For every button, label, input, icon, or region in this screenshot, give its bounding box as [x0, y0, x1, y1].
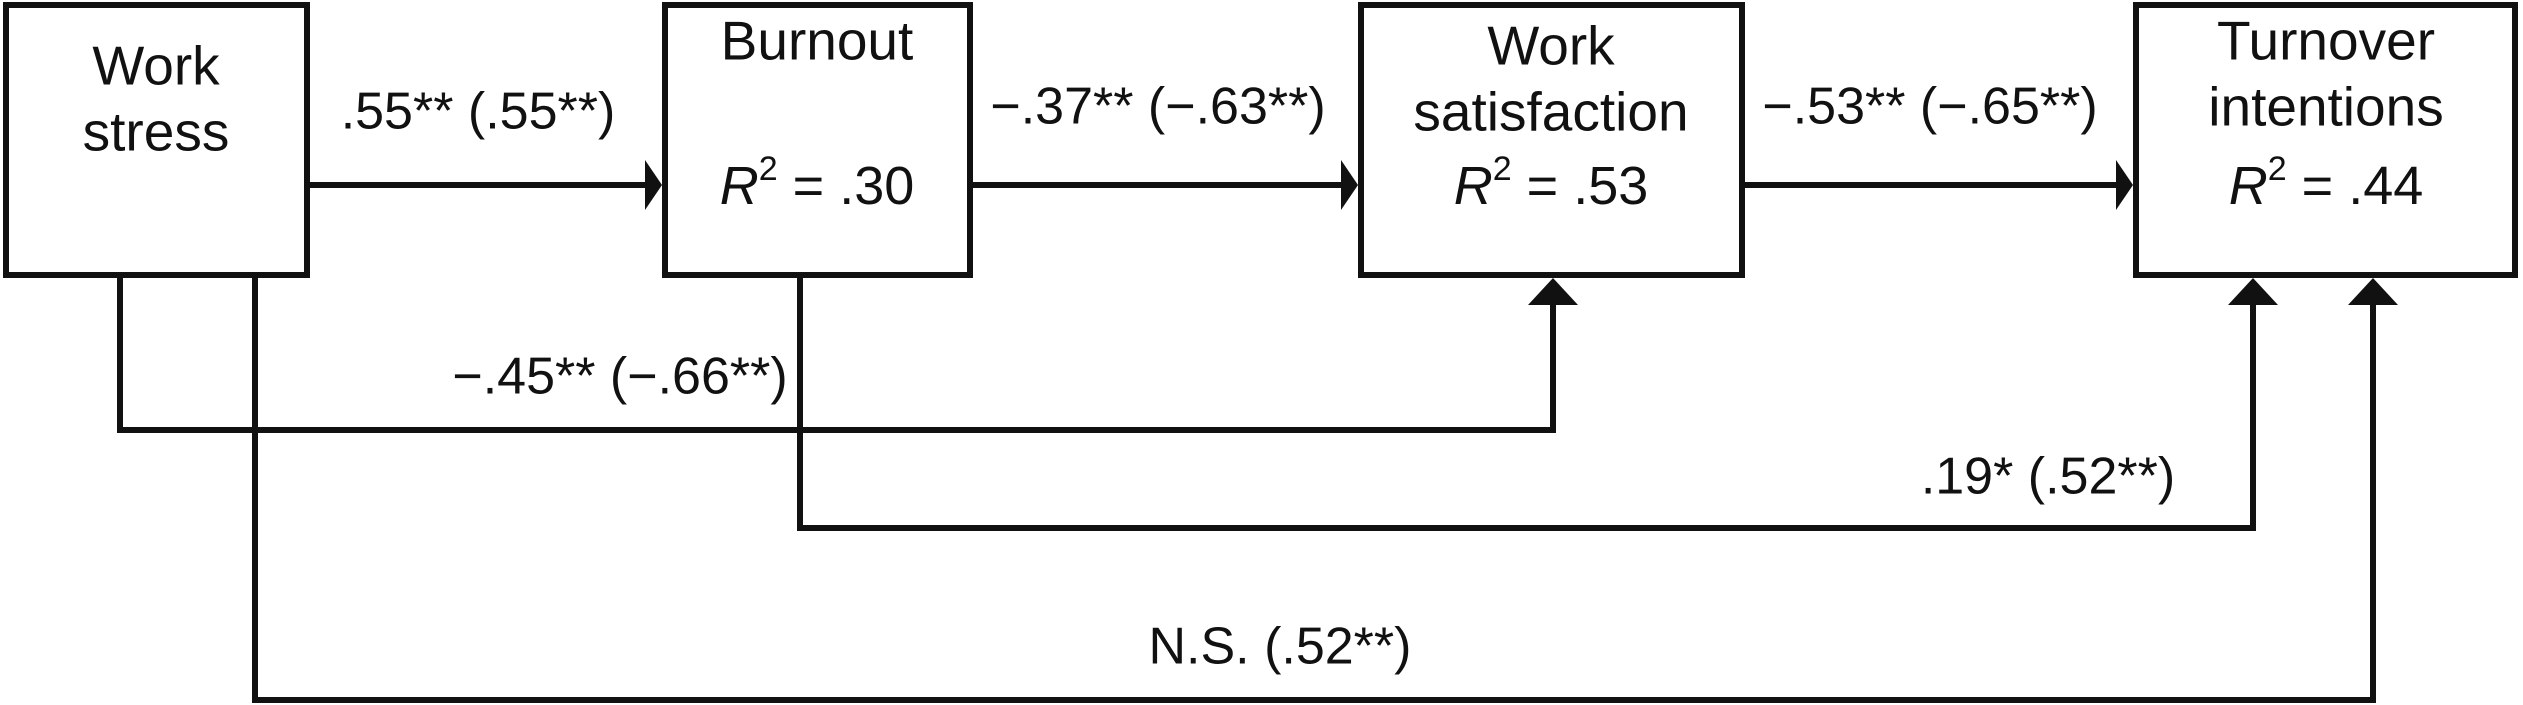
path-line-stress-turnover: [252, 278, 2376, 703]
coef-label-stress-to-satisfaction: −.45** (−.66**): [452, 348, 787, 406]
r2-value-turnover: = .44: [2287, 156, 2424, 216]
node-label-work-stress-line1: Work: [92, 35, 220, 97]
arrow-head-satisfaction-turnover: [2116, 160, 2133, 210]
coef-label-stress-to-burnout: .55** (.55**): [341, 83, 616, 141]
arrow-head-burnout-satisfaction: [1341, 160, 1358, 210]
coef-label-stress-to-turnover: N.S. (.52**): [1149, 618, 1412, 676]
node-box-turnover-intentions[interactable]: [2133, 2, 2518, 278]
r2-symbol-turnover: R: [2229, 156, 2268, 216]
r2-label-burnout: R2 = .30: [720, 150, 915, 216]
r2-exponent-turnover: 2: [2268, 150, 2287, 188]
path-line-stress-satisfaction: [117, 278, 1556, 433]
r2-exponent-burnout: 2: [759, 150, 778, 188]
r2-label-turnover: R2 = .44: [2229, 150, 2424, 216]
coef-label-burnout-to-satisfaction: −.37** (−.63**): [990, 78, 1325, 136]
arrow-head-burnout-turnover: [2228, 278, 2278, 305]
node-box-work-stress[interactable]: [3, 2, 310, 278]
r2-label-satisfaction: R2 = .53: [1454, 150, 1649, 216]
path-satisfaction-to-turnover: [1745, 160, 2133, 210]
node-burnout[interactable]: Burnout R2 = .30: [662, 2, 973, 278]
node-box-burnout[interactable]: [662, 2, 973, 278]
path-burnout-to-satisfaction: [973, 160, 1358, 210]
arrow-head-stress-turnover: [2348, 278, 2398, 305]
arrow-head-stress-burnout: [645, 160, 662, 210]
path-stress-to-satisfaction: [117, 278, 1578, 433]
node-work-stress[interactable]: Work stress: [3, 2, 310, 278]
node-label-satisfaction-line2: satisfaction: [1413, 81, 1688, 143]
r2-exponent-satisfaction: 2: [1493, 150, 1512, 188]
r2-symbol-burnout: R: [720, 156, 759, 216]
node-box-work-satisfaction[interactable]: [1358, 2, 1745, 278]
node-label-turnover-line1: Turnover: [2217, 10, 2435, 72]
path-line-burnout-turnover: [797, 278, 2256, 531]
coef-label-satisfaction-to-turnover: −.53** (−.65**): [1762, 78, 2097, 136]
arrow-head-stress-satisfaction: [1528, 278, 1578, 305]
node-label-work-stress-line2: stress: [83, 101, 230, 163]
r2-value-satisfaction: = .53: [1512, 156, 1649, 216]
node-turnover-intentions[interactable]: Turnover intentions R2 = .44: [2133, 2, 2518, 278]
path-burnout-to-turnover: [797, 278, 2278, 531]
path-stress-to-turnover: [252, 278, 2398, 703]
node-label-satisfaction-line1: Work: [1487, 15, 1615, 77]
r2-symbol-satisfaction: R: [1454, 156, 1493, 216]
node-label-burnout: Burnout: [721, 10, 914, 72]
node-label-turnover-line2: intentions: [2208, 76, 2443, 138]
path-stress-to-burnout: [310, 160, 662, 210]
coef-label-burnout-to-turnover: .19* (.52**): [1921, 448, 2175, 506]
node-work-satisfaction[interactable]: Work satisfaction R2 = .53: [1358, 2, 1745, 278]
r2-value-burnout: = .30: [778, 156, 915, 216]
